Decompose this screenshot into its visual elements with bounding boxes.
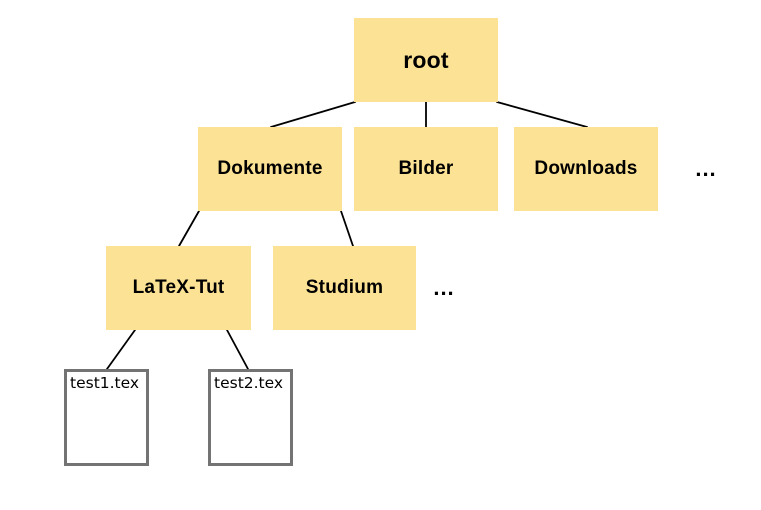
node-dokumente-label: Dokumente: [217, 158, 323, 179]
node-root: root: [354, 18, 498, 102]
node-studium-label: Studium: [305, 277, 384, 298]
node-test2-tex-label: test2.tex: [214, 374, 284, 392]
edge-dokumente-latex-tut: [178, 210, 200, 247]
node-root-label: root: [403, 46, 449, 73]
edge-dokumente-studium: [340, 210, 354, 247]
ellipsis-root-children: ...: [690, 127, 722, 211]
node-latex-tut: LaTeX-Tut: [106, 246, 251, 330]
node-studium: Studium: [273, 246, 416, 330]
edge-root-dokumente: [270, 101, 356, 128]
node-dokumente: Dokumente: [198, 127, 342, 211]
node-test1-tex: test1.tex: [64, 369, 149, 466]
node-downloads: Downloads: [514, 127, 658, 211]
node-latex-tut-label: LaTeX-Tut: [132, 277, 225, 298]
ellipsis-label: ...: [695, 156, 717, 181]
ellipsis-dokumente-children: ...: [428, 246, 460, 330]
node-test2-tex: test2.tex: [208, 369, 293, 466]
edge-latex-tut-test2: [226, 329, 249, 370]
edge-root-downloads: [496, 101, 588, 128]
node-downloads-label: Downloads: [534, 158, 638, 179]
node-bilder-label: Bilder: [398, 158, 454, 179]
ellipsis-label: ...: [433, 275, 455, 300]
edge-latex-tut-test1: [106, 329, 136, 370]
node-test1-tex-label: test1.tex: [70, 374, 140, 392]
node-bilder: Bilder: [354, 127, 498, 211]
